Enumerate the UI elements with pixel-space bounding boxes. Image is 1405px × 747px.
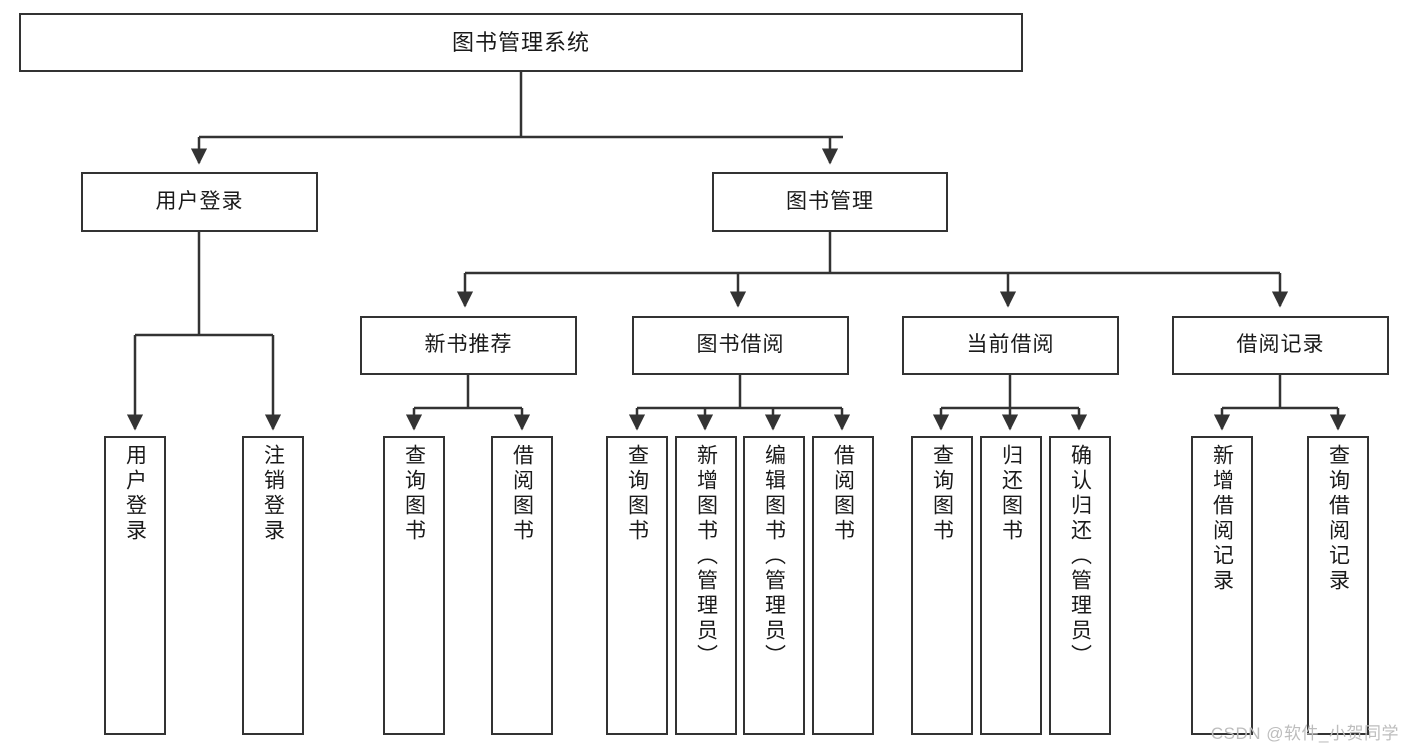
leaf-query-book-2-label: 查询图书 [625, 444, 649, 544]
leaf-borrow-book-1-label: 借阅图书 [510, 444, 534, 544]
leaf-edit-book-label: 编辑图书（管理员） [762, 444, 786, 669]
leaf-user-login-label: 用户登录 [123, 444, 147, 544]
leaf-return-book[interactable]: 归还图书 [980, 436, 1042, 735]
leaf-query-record[interactable]: 查询借阅记录 [1307, 436, 1369, 735]
node-current-borrow-label: 当前借阅 [966, 333, 1055, 357]
node-book-borrow[interactable]: 图书借阅 [632, 316, 849, 375]
node-current-borrow[interactable]: 当前借阅 [902, 316, 1119, 375]
leaf-query-book-1[interactable]: 查询图书 [383, 436, 445, 735]
leaf-add-record[interactable]: 新增借阅记录 [1191, 436, 1253, 735]
node-user-login[interactable]: 用户登录 [81, 172, 318, 232]
leaf-query-book-2[interactable]: 查询图书 [606, 436, 668, 735]
leaf-borrow-book-2-label: 借阅图书 [831, 444, 855, 544]
leaf-confirm-return-label: 确认归还（管理员） [1068, 444, 1092, 669]
leaf-add-book-label: 新增图书（管理员） [694, 444, 718, 669]
node-book-manage[interactable]: 图书管理 [712, 172, 948, 232]
leaf-user-logout[interactable]: 注销登录 [242, 436, 304, 735]
leaf-user-logout-label: 注销登录 [261, 444, 285, 544]
node-borrow-record[interactable]: 借阅记录 [1172, 316, 1389, 375]
node-root-label: 图书管理系统 [451, 29, 590, 55]
leaf-query-book-3[interactable]: 查询图书 [911, 436, 973, 735]
node-book-borrow-label: 图书借阅 [696, 333, 785, 357]
leaf-query-book-1-label: 查询图书 [402, 444, 426, 544]
node-new-book-recommend-label: 新书推荐 [424, 333, 513, 357]
node-new-book-recommend[interactable]: 新书推荐 [360, 316, 577, 375]
leaf-query-book-3-label: 查询图书 [930, 444, 954, 544]
leaf-return-book-label: 归还图书 [999, 444, 1023, 544]
node-borrow-record-label: 借阅记录 [1236, 333, 1325, 357]
node-book-manage-label: 图书管理 [786, 189, 874, 213]
leaf-add-book[interactable]: 新增图书（管理员） [675, 436, 737, 735]
node-user-login-label: 用户登录 [155, 189, 244, 213]
leaf-borrow-book-2[interactable]: 借阅图书 [812, 436, 874, 735]
leaf-query-record-label: 查询借阅记录 [1326, 444, 1350, 594]
leaf-confirm-return[interactable]: 确认归还（管理员） [1049, 436, 1111, 735]
node-root[interactable]: 图书管理系统 [19, 13, 1023, 72]
leaf-user-login[interactable]: 用户登录 [104, 436, 166, 735]
leaf-add-record-label: 新增借阅记录 [1210, 444, 1234, 594]
leaf-edit-book[interactable]: 编辑图书（管理员） [743, 436, 805, 735]
leaf-borrow-book-1[interactable]: 借阅图书 [491, 436, 553, 735]
